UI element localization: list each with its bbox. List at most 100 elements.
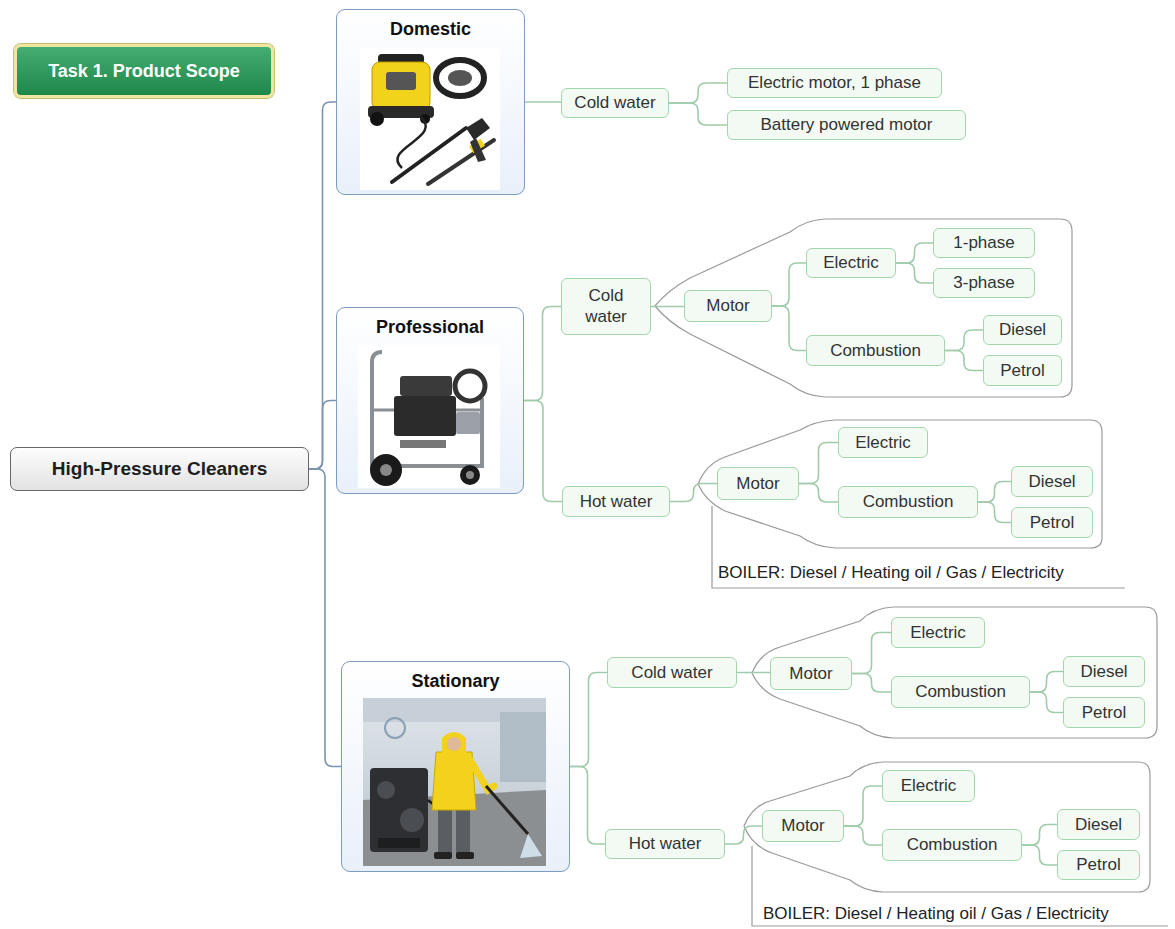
- branch-connector: [669, 103, 727, 125]
- category-box: Professional: [336, 307, 524, 494]
- branch-connector: [570, 673, 607, 767]
- topic-box: 1-phase: [933, 228, 1035, 258]
- topic-box: Diesel: [1011, 466, 1093, 497]
- node-text: Combustion: [863, 492, 954, 512]
- node-text: Electric: [855, 433, 911, 453]
- branch-connector: [1030, 672, 1063, 693]
- branch-connector: [772, 306, 806, 351]
- node-text: Diesel: [1028, 472, 1075, 492]
- branch-connector: [524, 307, 561, 401]
- node-text: Petrol: [1082, 703, 1126, 723]
- category-ground: [336, 307, 524, 494]
- node-text: Stationary: [411, 671, 499, 692]
- branch-connector: [799, 443, 838, 484]
- node-text: Battery powered motor: [761, 115, 933, 135]
- node-text: Petrol: [1076, 855, 1120, 875]
- node-text: Combustion: [907, 835, 998, 855]
- node-text: Cold water: [575, 286, 637, 327]
- node-text: Motor: [789, 664, 832, 684]
- node-text: Petrol: [1000, 361, 1044, 381]
- branch-connector: [844, 826, 882, 845]
- topic-box: Petrol: [983, 355, 1062, 386]
- node-text: Electric motor, 1 phase: [748, 73, 921, 93]
- branch-connector: [1030, 692, 1063, 713]
- branch-connector: [844, 786, 882, 826]
- professional-washer-picture: [358, 345, 500, 488]
- node-text: Motor: [781, 816, 824, 836]
- node-text: 3-phase: [953, 273, 1014, 293]
- topic-box: Motor: [762, 810, 844, 842]
- node-text: Task 1. Product Scope: [48, 61, 240, 82]
- group-boundary: [655, 219, 1157, 892]
- topic-box: Combustion: [838, 486, 978, 518]
- category-ground: [336, 9, 525, 195]
- topic-box: Electric motor, 1 phase: [727, 68, 942, 98]
- topic-box: Cold water: [561, 278, 651, 335]
- category-box: Stationary: [341, 661, 570, 872]
- branch-connector: [772, 263, 806, 306]
- topic-box: Combustion: [891, 676, 1030, 708]
- topic-box: 3-phase: [933, 268, 1035, 298]
- topic-box: Diesel: [1057, 809, 1140, 840]
- node-text: Hot water: [629, 834, 702, 854]
- node-text: Motor: [706, 296, 749, 316]
- branch-connector: [1022, 825, 1057, 846]
- branch-connector: [669, 83, 727, 103]
- boiler-note: BOILER: Diesel / Heating oil / Gas / Ele…: [763, 904, 1109, 924]
- node-text: Petrol: [1030, 513, 1074, 533]
- topic-box: Petrol: [1057, 850, 1140, 880]
- topic-box: Electric: [882, 770, 975, 802]
- branch-connector: [524, 401, 562, 502]
- topic-box: Combustion: [882, 829, 1022, 861]
- node-text: Hot water: [580, 492, 653, 512]
- branch-connector: [852, 674, 891, 693]
- branch-connector: [799, 484, 838, 503]
- topic-box: Petrol: [1011, 507, 1093, 538]
- topic-box: Diesel: [1063, 656, 1145, 687]
- node-text: Electric: [901, 776, 957, 796]
- node-text: Cold water: [631, 663, 712, 683]
- branch-connector: [309, 102, 336, 469]
- root-topic: High-Pressure Cleaners: [10, 447, 309, 491]
- branch-connector: [852, 633, 891, 674]
- node-text: Cold water: [574, 93, 655, 113]
- branch-connector: [525, 101, 561, 103]
- branch-connector: [896, 263, 933, 283]
- topic-box: Electric: [891, 617, 985, 648]
- domestic-washer-picture: [360, 48, 500, 190]
- category-ground: [341, 661, 570, 872]
- node-text: Diesel: [1075, 815, 1122, 835]
- topic-box: Diesel: [983, 315, 1062, 345]
- node-text: Professional: [376, 317, 484, 338]
- node-text: Combustion: [915, 682, 1006, 702]
- branch-connector: [570, 767, 605, 845]
- node-text: High-Pressure Cleaners: [52, 458, 267, 480]
- boiler-note: BOILER: Diesel / Heating oil / Gas / Ele…: [718, 563, 1064, 583]
- topic-box: Motor: [770, 657, 852, 690]
- topic-box: Motor: [684, 290, 772, 322]
- branch-connector: [896, 243, 933, 263]
- branch-connector: [978, 502, 1011, 523]
- topic-box: Cold water: [607, 657, 737, 688]
- node-text: Combustion: [830, 341, 921, 361]
- stationary-cleaning-picture: [363, 698, 546, 866]
- branch-connector: [945, 351, 983, 371]
- branch-connector: [651, 306, 684, 308]
- task-badge: Task 1. Product Scope: [14, 44, 274, 98]
- note-bracket: [712, 506, 1168, 926]
- topic-box: Electric: [806, 248, 896, 278]
- branch-connector: [309, 401, 336, 470]
- topic-box: Electric: [838, 427, 928, 458]
- node-text: Electric: [823, 253, 879, 273]
- topic-box: Combustion: [806, 335, 945, 366]
- branch-connector: [725, 826, 762, 844]
- node-text: 1-phase: [953, 233, 1014, 253]
- branch-connector: [945, 330, 983, 351]
- branch-connector: [670, 484, 717, 502]
- node-text: Motor: [736, 474, 779, 494]
- topic-box: Petrol: [1063, 697, 1145, 728]
- node-text: Diesel: [999, 320, 1046, 340]
- node-text: Domestic: [390, 19, 471, 40]
- topic-box: Hot water: [562, 486, 670, 517]
